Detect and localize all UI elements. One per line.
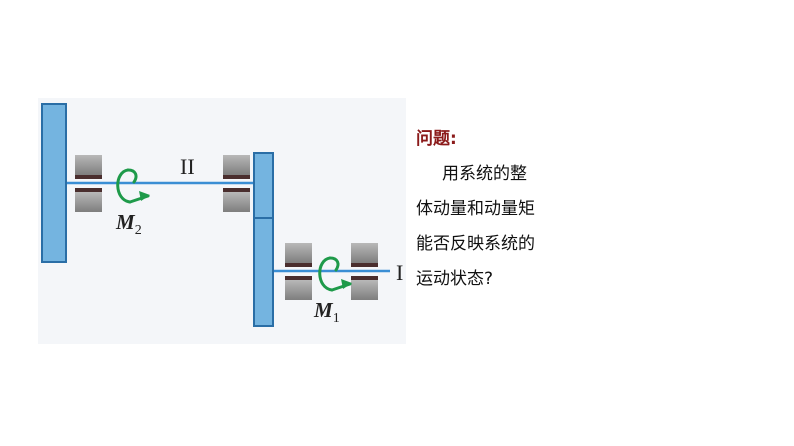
question-line: 体动量和动量矩 xyxy=(416,199,535,219)
moment-2-label: M2 xyxy=(115,210,142,238)
gear-large xyxy=(41,103,67,263)
bearing-shaft2-left xyxy=(75,155,102,212)
question-line: 能否反映系统的 xyxy=(416,234,535,254)
bearing-shaft1-left xyxy=(285,243,312,300)
gear-shaft2 xyxy=(253,152,274,219)
shaft-2-label: II xyxy=(180,154,195,179)
question-block: 问题: 用系统的整 体动量和动量矩 能否反映系统的 运动状态? xyxy=(416,122,616,297)
curved-arrow-icon xyxy=(116,168,150,204)
diagram-panel xyxy=(38,98,406,344)
bearing-shaft1-right xyxy=(351,243,378,300)
curved-arrow-icon xyxy=(318,256,352,292)
gear-shaft1 xyxy=(253,217,274,327)
question-line: 用系统的整 xyxy=(442,164,527,184)
question-title: 问题: xyxy=(416,129,457,149)
question-line: 运动状态? xyxy=(416,269,494,289)
moment-1-label: M1 xyxy=(313,298,340,326)
bearing-shaft2-right xyxy=(223,155,250,212)
shaft-1-label: I xyxy=(396,260,403,285)
